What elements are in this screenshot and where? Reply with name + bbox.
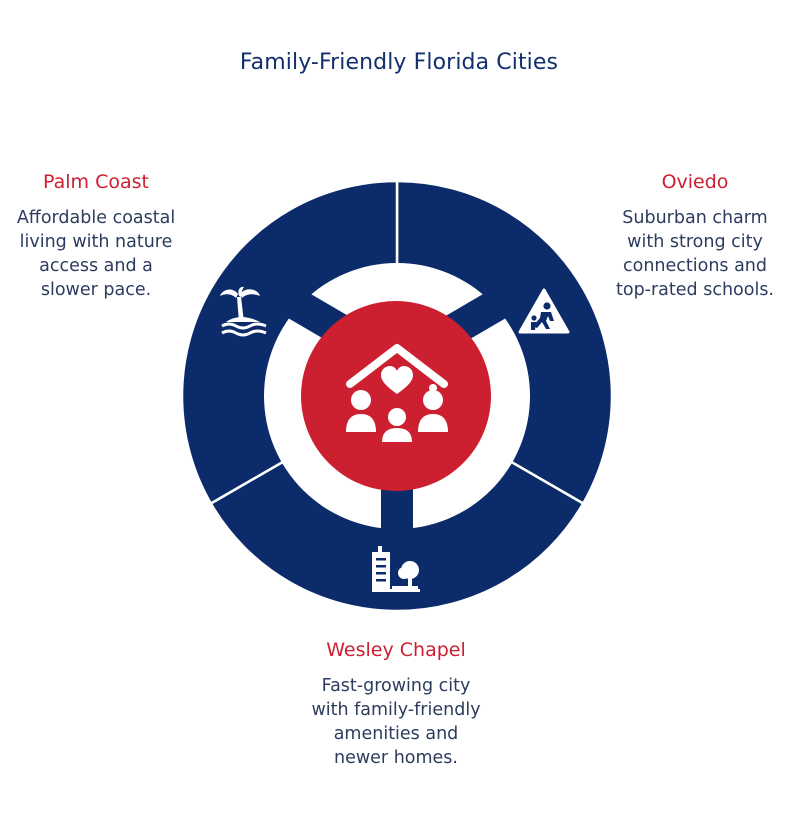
city-name-wesley-chapel: Wesley Chapel [326, 639, 466, 661]
city-description-oviedo: Suburban charm with strong city connecti… [616, 208, 774, 300]
children-crossing-sign-icon [518, 288, 570, 334]
city-name-palm-coast: Palm Coast [43, 171, 149, 193]
city-description-wesley-chapel: Fast-growing city with family-friendly a… [311, 676, 481, 768]
city-description-palm-coast: Affordable coastal living with nature ac… [16, 208, 176, 300]
center-circle [301, 301, 491, 491]
diagram-title: Family-Friendly Florida Cities [239, 50, 559, 75]
building-with-tree-icon [372, 546, 420, 592]
city-name-oviedo: Oviedo [661, 171, 729, 193]
palm-island-icon [220, 286, 267, 337]
family-house-heart-icon [346, 344, 448, 442]
